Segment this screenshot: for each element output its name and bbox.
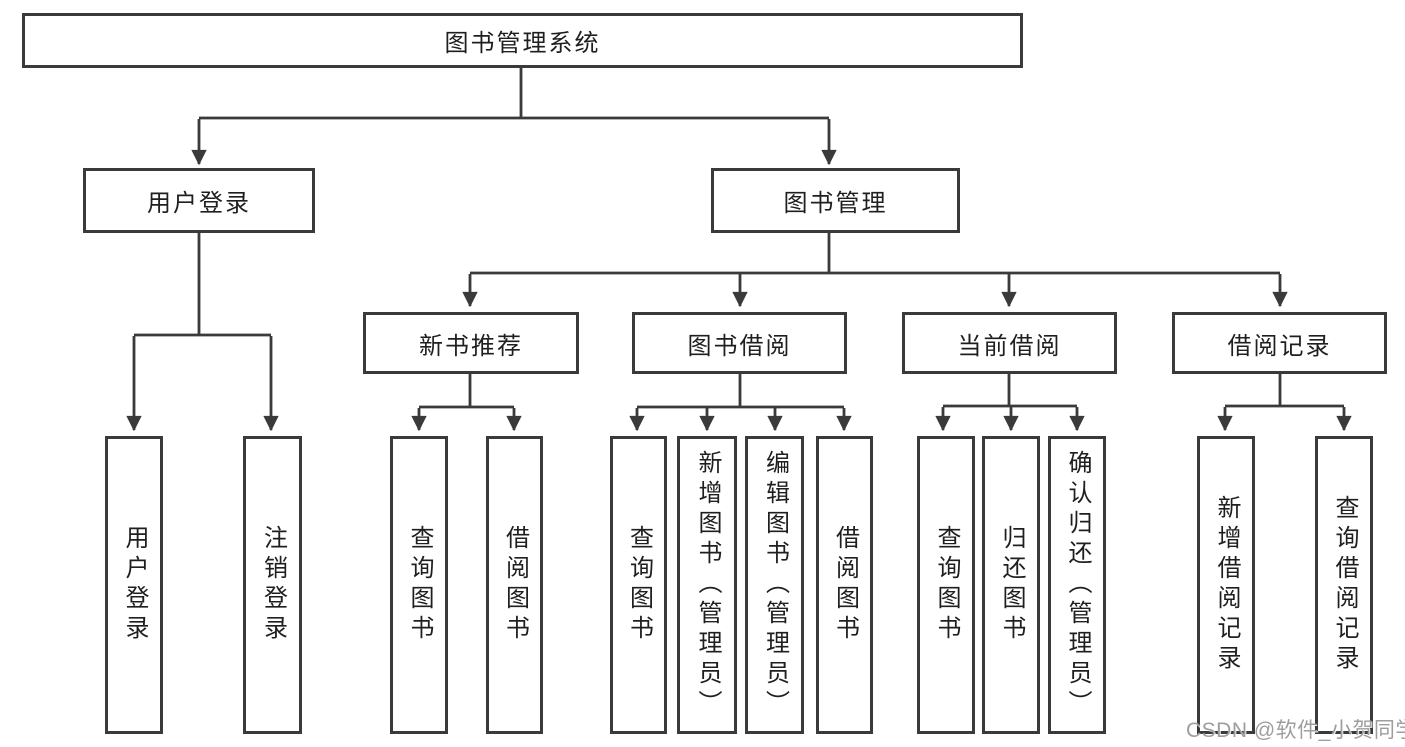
leaf-borrow-book: 借阅图书 xyxy=(816,436,873,734)
node-user-login: 用户登录 xyxy=(83,168,315,233)
leaf-return-book: 归还图书 xyxy=(982,436,1040,734)
leaf-user-login: 用户登录 xyxy=(105,436,163,734)
leaf-logout: 注销登录 xyxy=(243,436,302,734)
node-root: 图书管理系统 xyxy=(22,13,1023,68)
leaf-recommend-query-books: 查询图书 xyxy=(390,436,448,734)
node-book-management: 图书管理 xyxy=(711,168,960,233)
leaf-query-borrow-record: 查询借阅记录 xyxy=(1315,436,1373,734)
leaf-add-book-admin: 新增图书（管理员） xyxy=(677,436,737,734)
csdn-watermark: CSDN @软件_小贺同学 xyxy=(1186,719,1405,742)
node-borrow-records: 借阅记录 xyxy=(1172,312,1387,374)
leaf-recommend-borrow-book: 借阅图书 xyxy=(486,436,543,734)
leaf-edit-book-admin: 编辑图书（管理员） xyxy=(745,436,804,734)
leaf-borrow-query-books: 查询图书 xyxy=(610,436,667,734)
node-current-borrow: 当前借阅 xyxy=(902,312,1117,374)
leaf-current-query-books: 查询图书 xyxy=(917,436,975,734)
leaf-confirm-return-admin: 确认归还（管理员） xyxy=(1048,436,1106,734)
leaf-add-borrow-record: 新增借阅记录 xyxy=(1197,436,1255,734)
node-new-book-recommend: 新书推荐 xyxy=(363,312,579,374)
node-book-borrow: 图书借阅 xyxy=(632,312,847,374)
